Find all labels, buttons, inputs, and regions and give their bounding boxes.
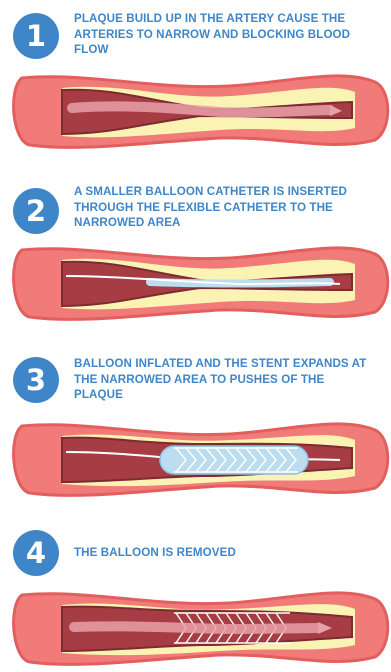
step-number-badge: 2 [13, 188, 59, 234]
step-number-badge: 1 [13, 13, 59, 59]
step-number-badge: 4 [13, 530, 59, 576]
catheter-inserted-illustration [0, 232, 391, 327]
step-caption: A SMALLER BALLOON CATHETER IS INSERTED T… [74, 184, 374, 231]
step-number-badge: 3 [13, 357, 59, 403]
balloon-inflated-illustration [0, 408, 391, 503]
step-caption: THE BALLOON IS REMOVED [74, 545, 374, 561]
step-caption: BALLOON INFLATED AND THE STENT EXPANDS A… [74, 356, 374, 403]
blood-flow-arrow [74, 626, 318, 629]
balloon-removed-illustration [0, 577, 391, 672]
artery-narrowed-illustration [0, 60, 391, 155]
step-caption: PLAQUE BUILD UP IN THE ARTERY CAUSE THE … [74, 11, 374, 58]
